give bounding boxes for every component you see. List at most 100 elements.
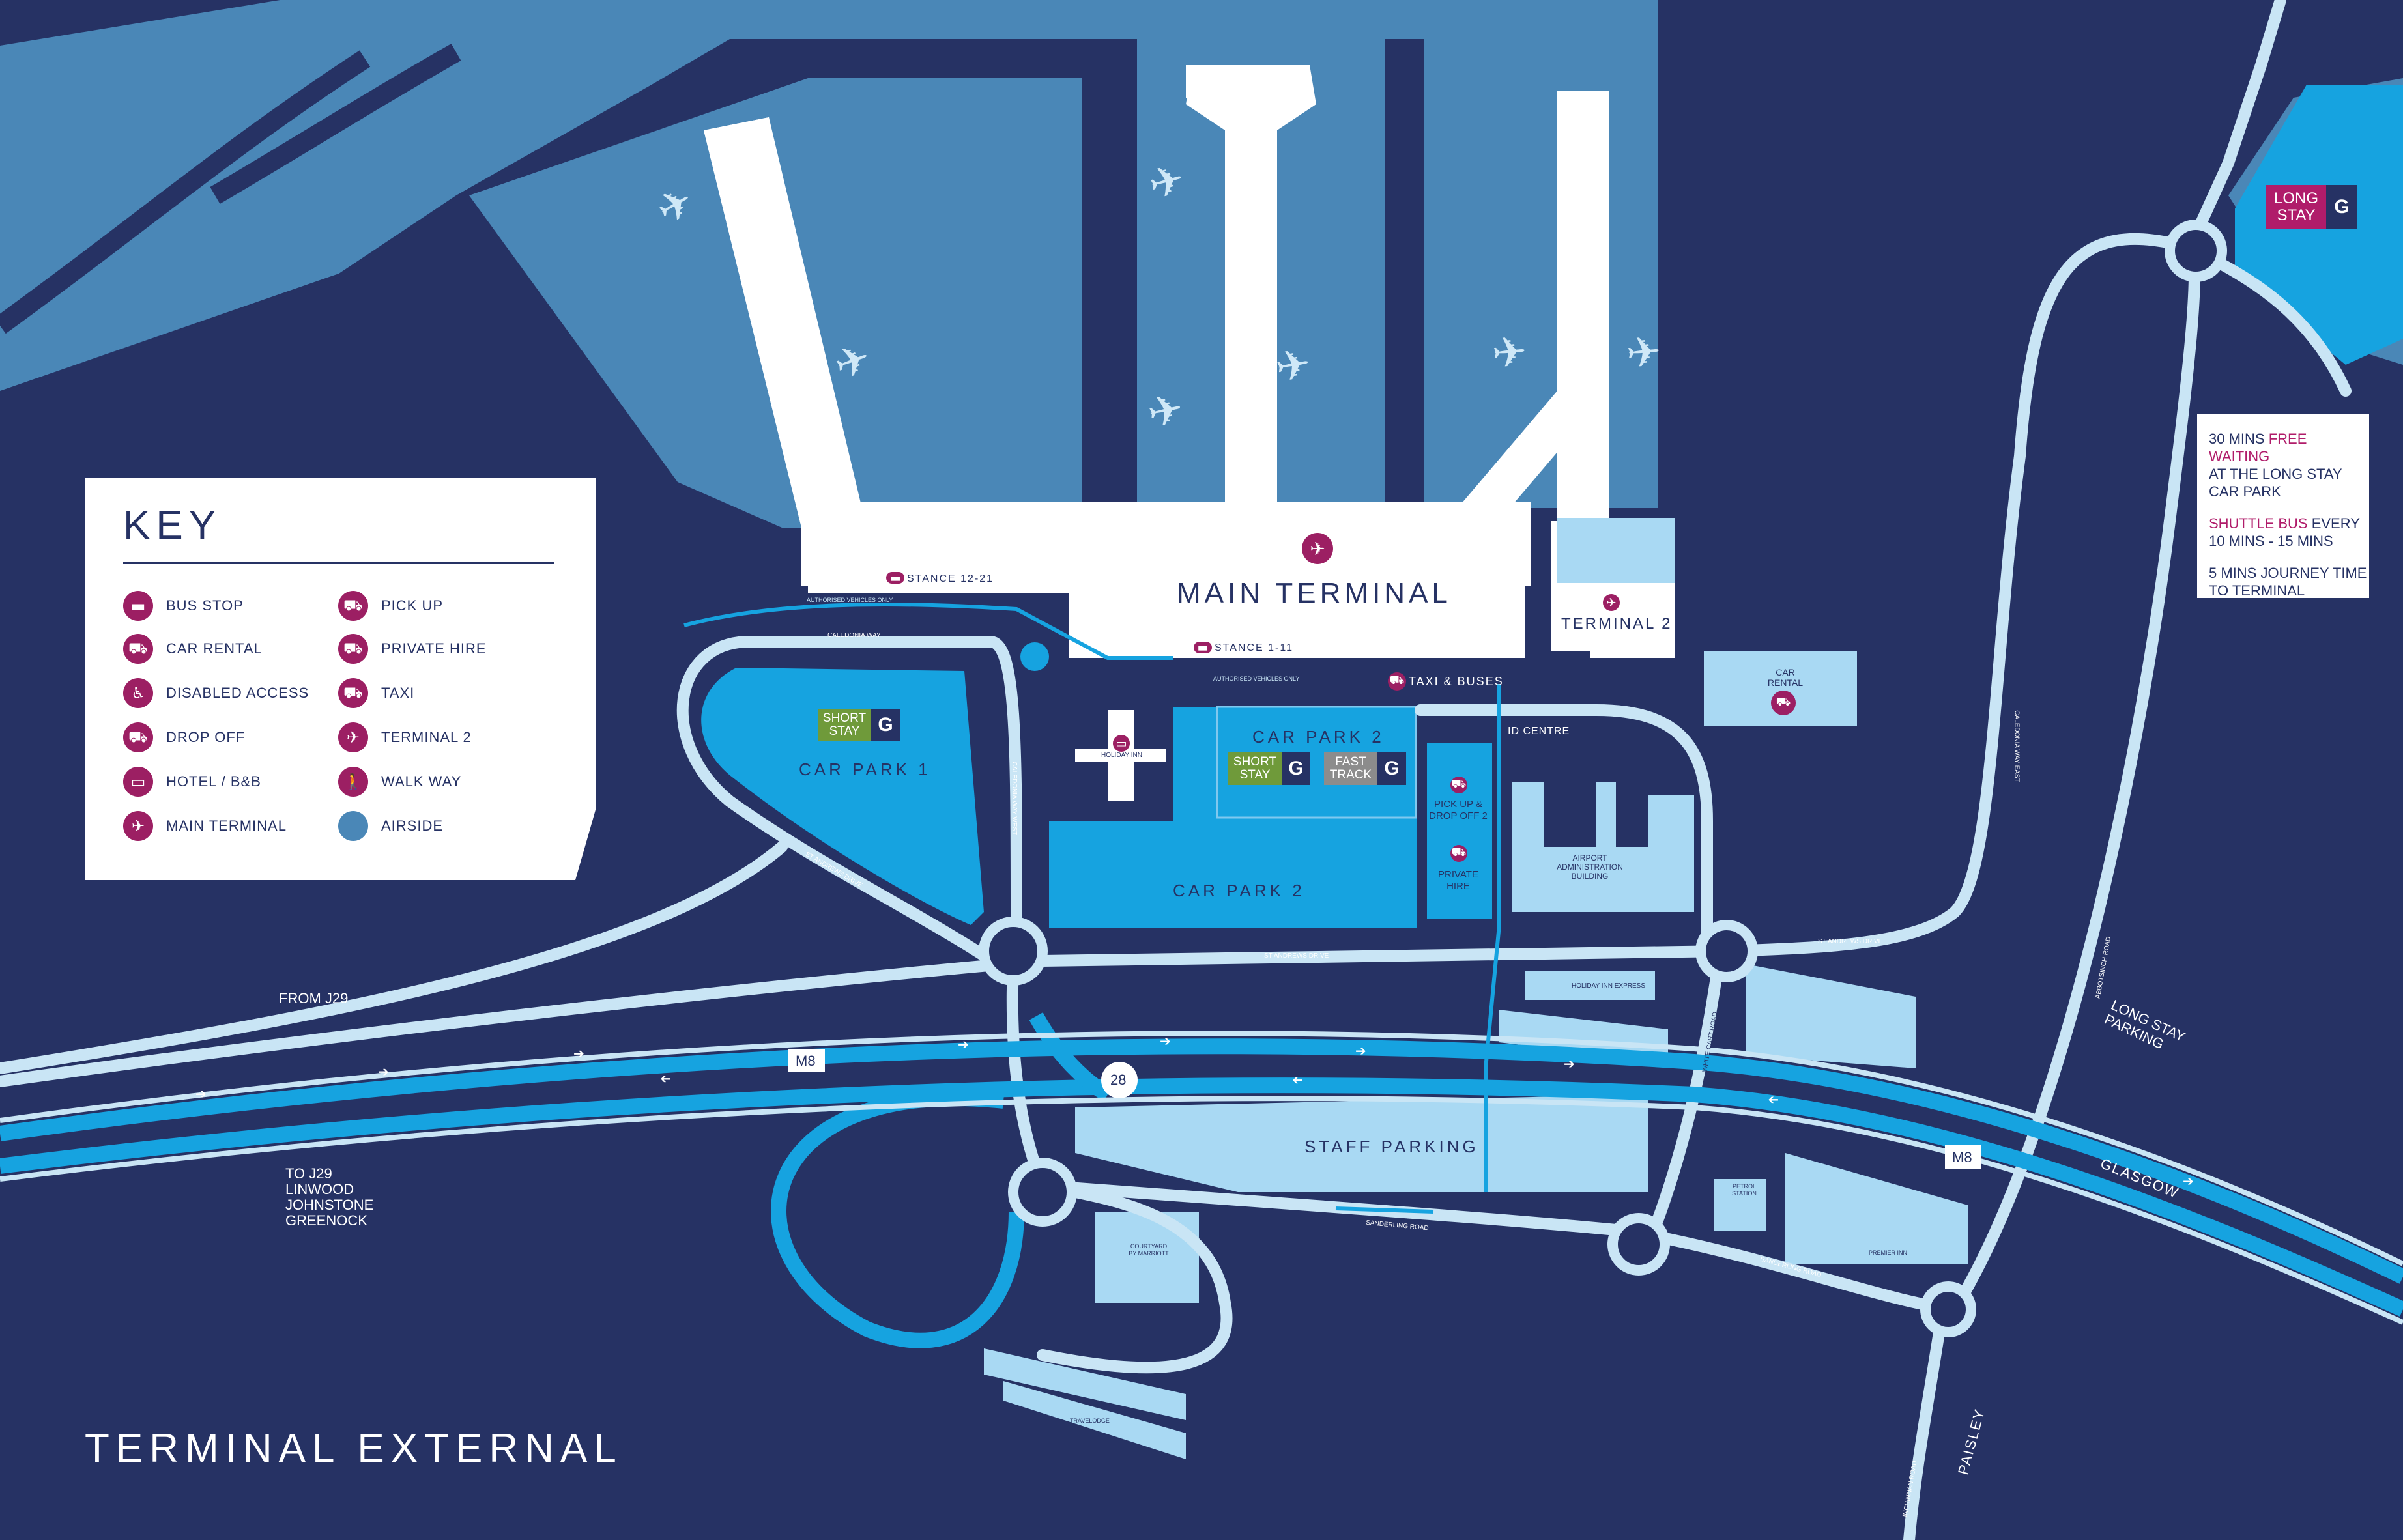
m8-shield-a — [788, 1049, 825, 1072]
key-item-disabled-access: ♿ DISABLED ACCESS — [123, 678, 309, 708]
caledonia-way-label: CALEDONIA WAY — [827, 632, 881, 639]
car-park-2-outline — [1216, 706, 1417, 819]
walkway-authorised — [683, 602, 1173, 660]
roundabout-long-stay — [2165, 220, 2227, 282]
roundabout-st-andrews-east — [1695, 920, 1758, 982]
short-stay-badge: SHORT STAY G — [1228, 752, 1310, 785]
staff-parking-area — [1075, 1094, 1648, 1192]
taxiway-curve-b — [210, 43, 461, 204]
bus-stop-icon: ▬ — [1194, 641, 1212, 655]
admin-building — [1512, 782, 1694, 912]
stance-12-21-label: STANCE 12-21 — [907, 573, 994, 584]
key-label: DISABLED ACCESS — [166, 685, 309, 701]
private-hire-icon: ⛟ — [338, 634, 368, 664]
m8-southbound — [0, 1077, 2403, 1317]
long-stay-approach — [2190, 0, 2286, 240]
st-andrews-drive-west — [0, 841, 788, 1074]
key-label: PRIVATE HIRE — [381, 640, 487, 657]
key-label: WALK WAY — [381, 773, 462, 790]
key-title: KEY — [123, 503, 222, 548]
stance-1-11-label: STANCE 1-11 — [1215, 642, 1293, 653]
key-item-hotel: ▭ HOTEL / B&B — [123, 767, 261, 797]
bus-stop-icon: ▬ — [886, 571, 904, 585]
car-park-2-top-label: CAR PARK 2 — [1252, 727, 1385, 747]
premier-inn-block — [1785, 1153, 1968, 1264]
car-rental-icon: ⛟ — [123, 634, 153, 664]
road-network — [0, 0, 2352, 1540]
private-hire-label: PRIVATE HIRE — [1438, 869, 1478, 892]
travelodge-label: TRAVELODGE — [1070, 1418, 1110, 1424]
car-park-1-label: CAR PARK 1 — [799, 760, 931, 779]
staff-parking-label: STAFF PARKING — [1304, 1137, 1479, 1156]
key-label: HOTEL / B&B — [166, 773, 261, 790]
car-rental-icon: ⛟ — [1771, 691, 1796, 715]
main-terminal-label: MAIN TERMINAL — [1177, 577, 1452, 609]
st-andrews-drive-label: ST ANDREWS DRIVE — [1264, 952, 1329, 960]
pick-up-icon: ⛟ — [338, 591, 368, 621]
key-label: AIRSIDE — [381, 818, 444, 834]
key-item-private-hire: ⛟ PRIVATE HIRE — [338, 634, 487, 664]
caledonia-way-west-label: CALEDONIA WAY WEST — [1011, 761, 1018, 836]
private-hire-icon: ⛟ — [1450, 845, 1467, 862]
caledonia-way-loop — [676, 636, 1003, 970]
pickup-dropoff-label: PICK UP & DROP OFF 2 — [1429, 799, 1488, 821]
walkways — [683, 602, 1501, 1214]
key-item-bus-stop: ▬ BUS STOP — [123, 591, 244, 621]
travelodge-block — [984, 1348, 1186, 1420]
m8-label-a: M8 — [796, 1053, 816, 1069]
map-key: KEY ▬ BUS STOP ⛟ CAR RENTAL ♿ DISABLED A… — [85, 478, 596, 880]
key-item-main-terminal: ✈ MAIN TERMINAL — [123, 811, 287, 841]
short-stay-badge: SHORT STAY G — [818, 709, 900, 741]
plane-arrival-icon: ✈ — [338, 722, 368, 752]
svg-text:➔: ➔ — [378, 1064, 389, 1079]
m8-shield-b — [1945, 1145, 1981, 1169]
roundabout-paisley — [1920, 1281, 1976, 1337]
walkway-terminal-south — [1484, 684, 1501, 1192]
journey-info: 5 MINS JOURNEY TIME TO TERMINAL — [2209, 565, 2367, 599]
st-andrews-drive — [1037, 233, 2195, 967]
terminal-2-annex — [1557, 518, 1675, 583]
courtyard-label: COURTYARD BY MARRIOTT — [1129, 1243, 1169, 1257]
car-park-1-area — [701, 668, 984, 925]
svg-text:➔: ➔ — [1564, 1056, 1575, 1072]
pick-up-icon: ⛟ — [1450, 777, 1467, 793]
holiday-inn-building — [1075, 710, 1166, 801]
id-centre-label: ID CENTRE — [1508, 726, 1570, 737]
taxi-icon: ⛟ — [1388, 672, 1406, 691]
buildings — [984, 651, 1968, 1459]
courtyard-block — [1095, 1212, 1199, 1303]
m8-northbound — [0, 1038, 2403, 1284]
caledonia-way-west — [985, 636, 1022, 924]
airside-runway-band — [0, 0, 1658, 391]
airplane-icon: ✈ — [1624, 327, 1663, 379]
block-east — [1746, 964, 1916, 1068]
key-label: BUS STOP — [166, 597, 244, 614]
plane-departure-icon: ✈ — [123, 811, 153, 841]
svg-text:➔: ➔ — [1292, 1073, 1303, 1089]
m8-label-b: M8 — [1952, 1149, 1972, 1165]
key-label: DROP OFF — [166, 729, 246, 745]
svg-text:➔: ➔ — [573, 1046, 584, 1061]
roundabouts — [979, 220, 2227, 1337]
walkway-staff — [1335, 1206, 1434, 1214]
fast-track-badge: FAST TRACK G — [1324, 752, 1406, 785]
main-terminal-icon: ✈ — [1302, 533, 1333, 564]
svg-text:➔: ➔ — [2183, 1173, 2194, 1189]
airplane-icon: ✈ — [1271, 339, 1315, 393]
authorised-vehicles-label: AUTHORISED VEHICLES ONLY — [807, 597, 893, 603]
key-item-drop-off: ⛟ DROP OFF — [123, 722, 245, 752]
map-title: TERMINAL EXTERNAL — [85, 1426, 623, 1471]
bed-icon: ▭ — [123, 767, 153, 797]
key-item-terminal-2: ✈ TERMINAL 2 — [338, 722, 472, 752]
car-rental-label: CAR RENTAL — [1767, 667, 1804, 688]
petrol-station-label: PETROL STATION — [1732, 1183, 1757, 1197]
key-item-walk-way: 🚶 WALK WAY — [338, 767, 461, 797]
abbotsinch-road — [1949, 222, 2201, 1315]
svg-text:➔: ➔ — [1160, 1033, 1171, 1049]
airplane-icon: ✈ — [1489, 327, 1529, 379]
wheelchair-icon: ♿ — [123, 678, 153, 708]
courtyard-road — [1037, 1180, 1233, 1374]
block-a — [1499, 1010, 1668, 1062]
